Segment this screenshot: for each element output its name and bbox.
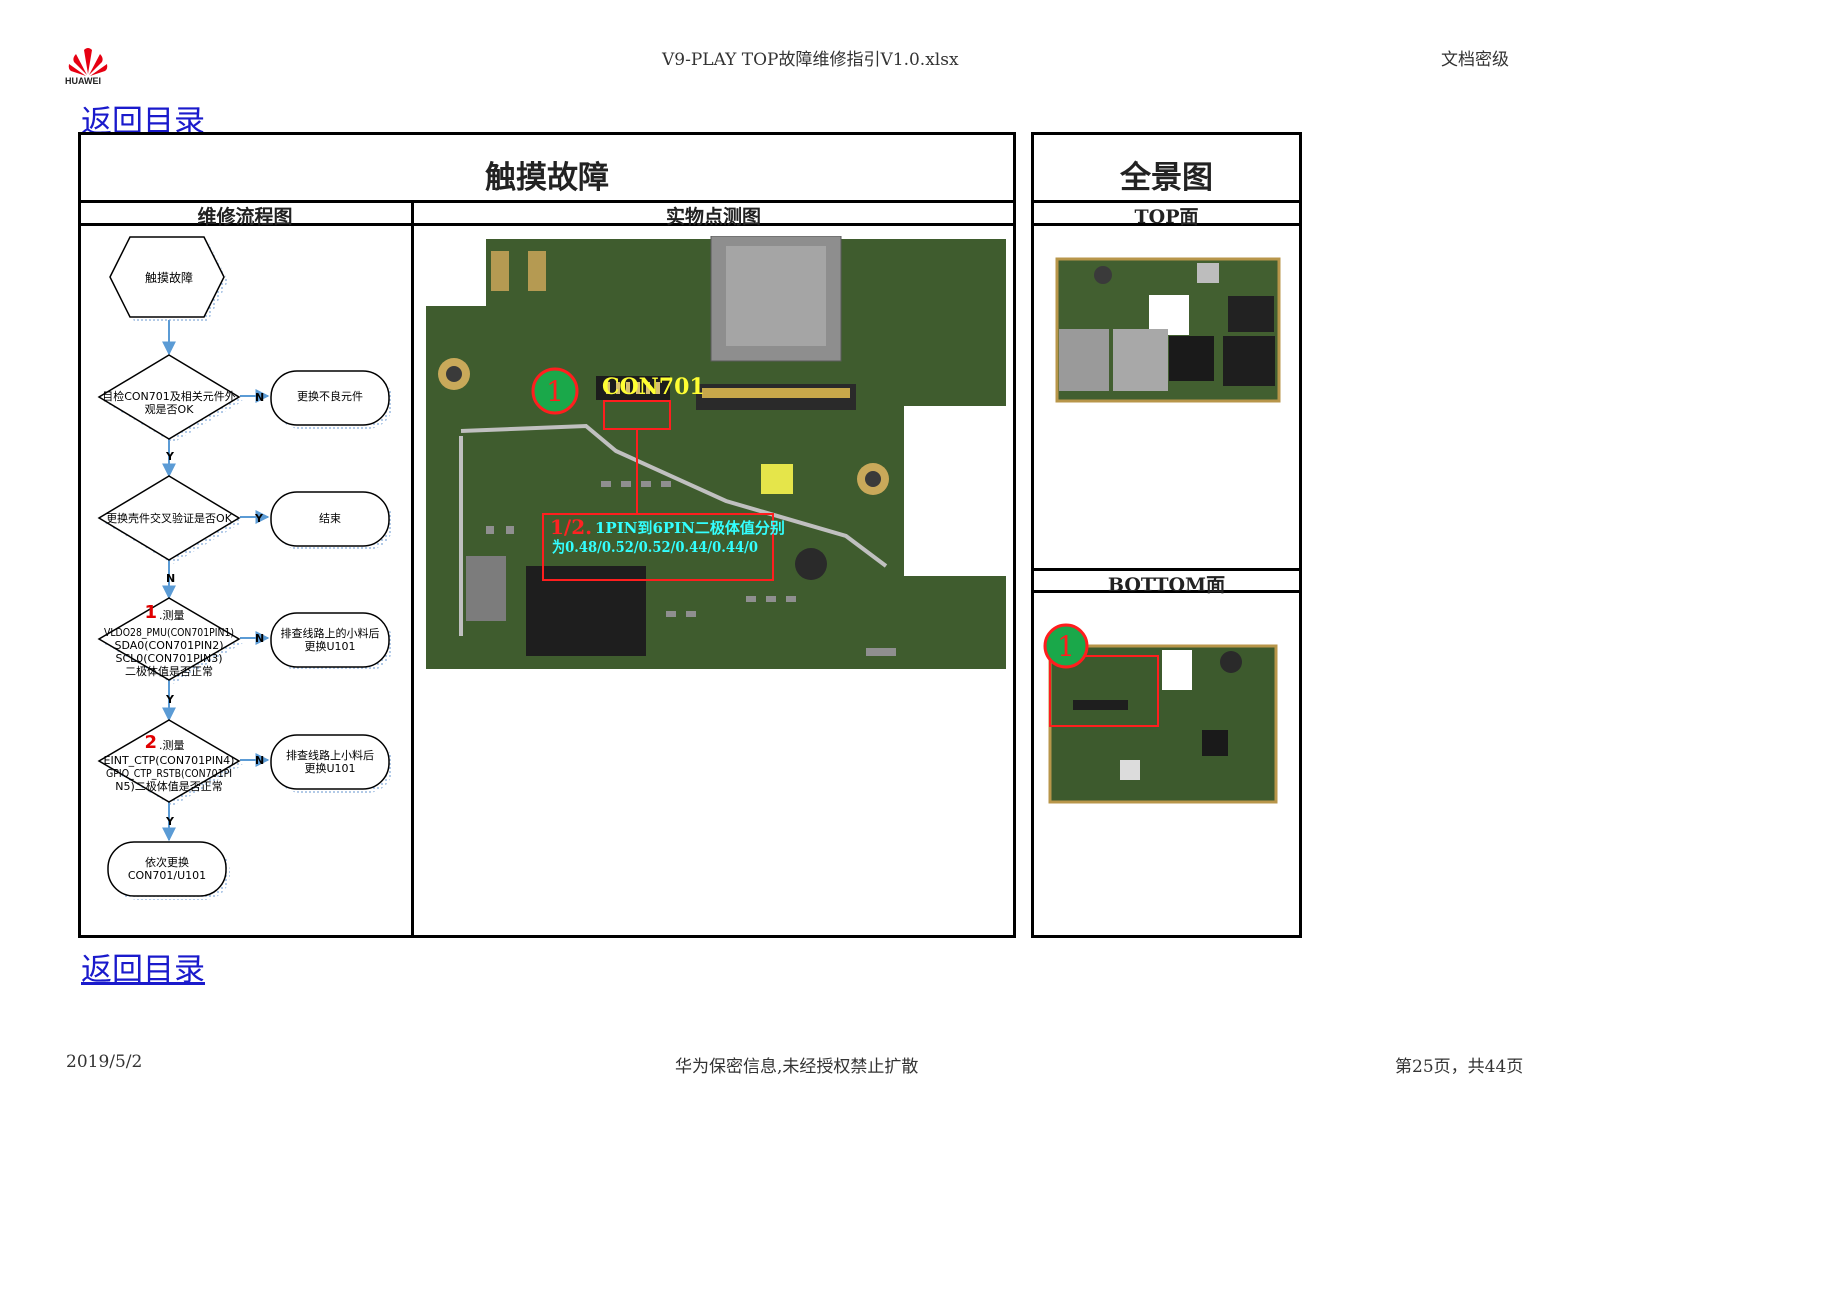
flow-d1-action-text: 更换不良元件 xyxy=(297,389,363,403)
flow-d3-line4: 二极体值是否正常 xyxy=(125,664,213,678)
flow-decision-measure-2 xyxy=(97,719,241,803)
flow-d4-title: .测量 xyxy=(159,739,185,752)
flow-decision-swap-test xyxy=(97,475,241,561)
callout-line1: 1PIN到6PIN二极体值分别 xyxy=(595,519,785,537)
flow-d4-line3: N5)二极体值是否正常 xyxy=(115,779,223,793)
flow-start-hexagon xyxy=(109,236,225,318)
flow-action-check-line-2 xyxy=(270,734,390,790)
footer-confidential: 华为保密信息,未经授权禁止扩散 xyxy=(675,1057,919,1077)
bottom-side-label: BOTTOM面 xyxy=(1107,574,1226,596)
flow-d3-number: 1 xyxy=(144,602,157,623)
classification-label: 文档密级 xyxy=(1441,50,1509,70)
flow-end-line1: 依次更换 xyxy=(145,855,189,869)
huawei-logo-icon xyxy=(68,48,108,76)
flow-label-y1: Y xyxy=(165,450,175,463)
flow-action-check-line-1 xyxy=(270,612,390,668)
callout-line2: 为0.48/0.52/0.52/0.44/0.44/0 xyxy=(552,538,758,556)
measurement-callout-box xyxy=(542,513,774,581)
flow-action-replace-part xyxy=(270,370,390,426)
callout-number: 1/2. xyxy=(550,515,592,539)
main-title-divider xyxy=(78,200,1016,203)
bottom-marker-text: 1 xyxy=(1057,630,1075,663)
flow-d4-number: 2 xyxy=(144,732,157,753)
flow-label-n3: N xyxy=(255,632,264,645)
flow-label-n2: N xyxy=(166,572,175,585)
flow-d4-line1: EINT_CTP(CON701PIN4) xyxy=(104,754,235,767)
flow-end-line2: CON701/U101 xyxy=(128,869,206,882)
flow-end-replace xyxy=(107,841,227,897)
main-column-divider xyxy=(411,200,414,938)
top-side-board-image xyxy=(1053,251,1283,411)
flow-d1-line1: 目检CON701及相关元件外 xyxy=(102,389,236,403)
flow-label-y2: Y xyxy=(254,512,264,525)
file-title: V9-PLAY TOP故障维修指引V1.0.xlsx xyxy=(662,50,959,70)
footer-page-number: 第25页，共44页 xyxy=(1395,1057,1524,1077)
bottom-highlight-box xyxy=(1049,655,1159,727)
flow-d1-line2: 观是否OK xyxy=(145,403,195,416)
flowchart-column-header: 维修流程图 xyxy=(197,206,293,228)
flow-d3-line2: SDA0(CON701PIN2) xyxy=(114,639,223,652)
main-subheader-divider xyxy=(78,223,1016,226)
connector-label: CON701 xyxy=(602,374,705,400)
flow-d3-action-line1: 排查线路上的小料后 xyxy=(281,626,380,640)
huawei-logo xyxy=(66,44,110,88)
flow-d3-title: .测量 xyxy=(159,609,185,622)
flow-decision-visual-check xyxy=(97,354,241,440)
main-table-title: 触摸故障 xyxy=(485,160,609,196)
flow-d2-text: 更换壳件交叉验证是否OK xyxy=(106,511,233,525)
overview-mid-divider xyxy=(1031,568,1302,571)
pcb-measurement-photo: 1 CON701 1/2. 1PIN到6PIN二极体值分别 为0.48/0.52… xyxy=(426,236,1006,669)
flow-d4-action-line2: 更换U101 xyxy=(304,761,355,775)
flow-action-end xyxy=(270,491,390,547)
photo-column-header: 实物点测图 xyxy=(665,206,761,228)
back-to-index-link-bottom[interactable]: 返回目录 xyxy=(81,952,205,988)
flow-d3-action-line2: 更换U101 xyxy=(304,639,355,653)
flow-label-y4: Y xyxy=(165,815,175,828)
bottom-side-board-image: 1 xyxy=(1038,620,1283,810)
overview-top-divider xyxy=(1031,223,1302,226)
flow-label-n4: N xyxy=(255,754,264,767)
bottom-marker-circle xyxy=(1043,623,1089,669)
flow-decision-measure-1 xyxy=(97,597,241,681)
marker-1-text: 1 xyxy=(546,375,564,408)
repair-flowchart: 触摸故障 目检CON701及相关元件外 观是否OK 更换不良元件 更换壳件交叉验… xyxy=(97,236,393,900)
overview-table-title: 全景图 xyxy=(1120,160,1213,196)
flow-label-n1: N xyxy=(255,391,264,404)
overview-bottom-divider xyxy=(1031,590,1302,593)
flow-d3-line1: VLDO28_PMU(CON701PIN1) xyxy=(104,626,234,639)
flow-label-y3: Y xyxy=(165,693,175,706)
flow-d4-action-line1: 排查线路上小料后 xyxy=(286,748,374,762)
top-side-label: TOP面 xyxy=(1134,206,1199,228)
flow-d2-action-text: 结束 xyxy=(319,512,341,525)
brand-text: HUAWEI xyxy=(65,76,101,86)
marker-circle-1 xyxy=(531,367,579,415)
footer-date: 2019/5/2 xyxy=(66,1052,143,1072)
flow-d3-line3: SCL0(CON701PIN3) xyxy=(115,652,222,665)
flow-start-text: 触摸故障 xyxy=(145,270,193,285)
overview-title-divider xyxy=(1031,200,1302,203)
flow-d4-line2: GPIO_CTP_RSTB(CON701PI xyxy=(106,767,232,780)
